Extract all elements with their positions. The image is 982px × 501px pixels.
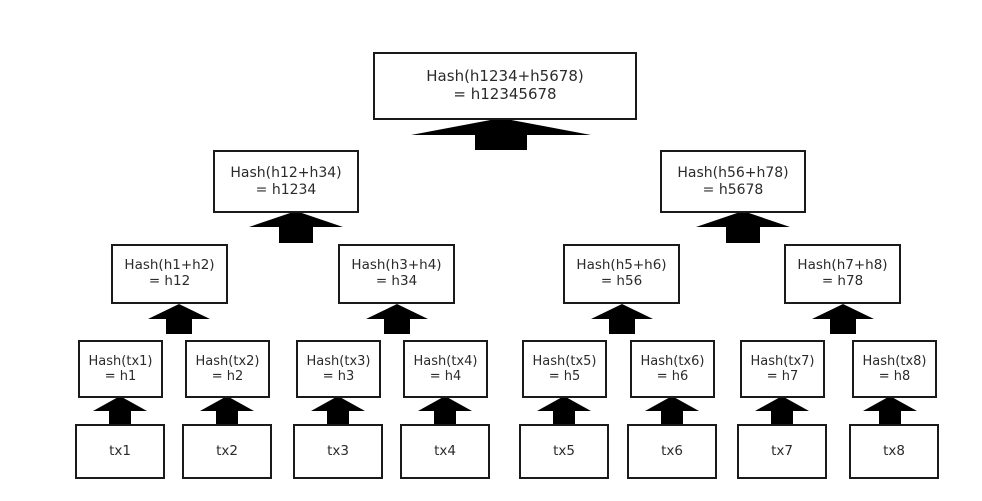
node-hash-tx5-line2: = h5	[548, 369, 581, 384]
node-tx8-label: tx8	[883, 442, 905, 459]
node-h1234-line1: Hash(h12+h34)	[230, 164, 342, 181]
node-hash-tx4: Hash(tx4) = h4	[403, 340, 488, 398]
node-hash-tx6-line1: Hash(tx6)	[640, 353, 705, 369]
arrow-h1234-to-root	[249, 211, 343, 243]
node-hash-tx5: Hash(tx5) = h5	[522, 340, 607, 398]
node-hash-tx6: Hash(tx6) = h6	[630, 340, 715, 398]
node-h1234: Hash(h12+h34) = h1234	[213, 150, 359, 213]
node-h5678-line1: Hash(h56+h78)	[677, 164, 789, 181]
node-tx4-label: tx4	[434, 442, 456, 459]
node-hash-tx3-line2: = h3	[322, 369, 355, 384]
node-hash-tx1-line2: = h1	[104, 369, 137, 384]
node-tx2-label: tx2	[216, 442, 238, 459]
node-tx1: tx1	[75, 424, 165, 479]
arrow-tx6-up	[645, 396, 699, 426]
node-root-hash: Hash(h1234+h5678) = h12345678	[373, 52, 637, 120]
node-hash-tx3-line1: Hash(tx3)	[306, 353, 371, 369]
arrow-h56-up	[591, 304, 653, 334]
node-hash-tx4-line2: = h4	[429, 369, 462, 384]
arrow-h12-up	[148, 304, 210, 334]
arrow-to-root	[411, 118, 591, 150]
node-hash-tx8: Hash(tx8) = h8	[852, 340, 937, 398]
node-h1234-line2: = h1234	[255, 181, 317, 198]
node-hash-tx8-line2: = h8	[878, 369, 911, 384]
node-tx1-label: tx1	[109, 442, 131, 459]
node-hash-tx2: Hash(tx2) = h2	[185, 340, 270, 398]
arrow-tx4-up	[418, 396, 472, 426]
node-hash-tx6-line2: = h6	[656, 369, 689, 384]
arrow-tx2-up	[200, 396, 254, 426]
node-h34: Hash(h3+h4) = h34	[338, 244, 455, 304]
node-h34-line2: = h34	[375, 273, 418, 289]
node-hash-tx7: Hash(tx7) = h7	[740, 340, 825, 398]
node-tx3-label: tx3	[327, 442, 349, 459]
node-tx6: tx6	[627, 424, 717, 479]
node-hash-tx1: Hash(tx1) = h1	[78, 340, 163, 398]
node-hash-tx5-line1: Hash(tx5)	[532, 353, 597, 369]
node-tx4: tx4	[400, 424, 490, 479]
node-h12-line1: Hash(h1+h2)	[124, 257, 215, 274]
node-root-line2: = h12345678	[453, 85, 557, 103]
arrow-h5678-to-root	[696, 211, 790, 243]
node-hash-tx2-line1: Hash(tx2)	[195, 353, 260, 369]
node-hash-tx1-line1: Hash(tx1)	[88, 353, 153, 369]
node-h56-line1: Hash(h5+h6)	[576, 257, 667, 274]
node-hash-tx7-line2: = h7	[766, 369, 799, 384]
node-root-line1: Hash(h1234+h5678)	[426, 67, 584, 86]
node-tx2: tx2	[182, 424, 272, 479]
node-hash-tx7-line1: Hash(tx7)	[750, 353, 815, 369]
node-tx6-label: tx6	[661, 442, 683, 459]
node-hash-tx2-line2: = h2	[211, 369, 244, 384]
node-h56-line2: = h56	[600, 273, 643, 289]
node-h78-line2: = h78	[821, 273, 864, 289]
arrow-h78-up	[812, 304, 874, 334]
node-h78-line1: Hash(h7+h8)	[797, 257, 888, 274]
node-tx7: tx7	[737, 424, 827, 479]
node-h56: Hash(h5+h6) = h56	[563, 244, 680, 304]
node-hash-tx4-line1: Hash(tx4)	[413, 353, 478, 369]
arrow-tx8-up	[863, 396, 917, 426]
node-h12: Hash(h1+h2) = h12	[111, 244, 228, 304]
node-tx5-label: tx5	[553, 442, 575, 459]
node-tx3: tx3	[293, 424, 383, 479]
node-tx5: tx5	[519, 424, 609, 479]
node-hash-tx3: Hash(tx3) = h3	[296, 340, 381, 398]
node-h5678: Hash(h56+h78) = h5678	[660, 150, 806, 213]
arrow-tx7-up	[755, 396, 809, 426]
node-tx8: tx8	[849, 424, 939, 479]
arrow-h34-up	[366, 304, 428, 334]
node-h5678-line2: = h5678	[702, 181, 764, 198]
node-h78: Hash(h7+h8) = h78	[784, 244, 901, 304]
node-h12-line2: = h12	[148, 273, 191, 289]
arrow-tx1-up	[93, 396, 147, 426]
arrow-tx3-up	[311, 396, 365, 426]
node-h34-line1: Hash(h3+h4)	[351, 257, 442, 274]
arrow-tx5-up	[537, 396, 591, 426]
node-tx7-label: tx7	[771, 442, 793, 459]
node-hash-tx8-line1: Hash(tx8)	[862, 353, 927, 369]
